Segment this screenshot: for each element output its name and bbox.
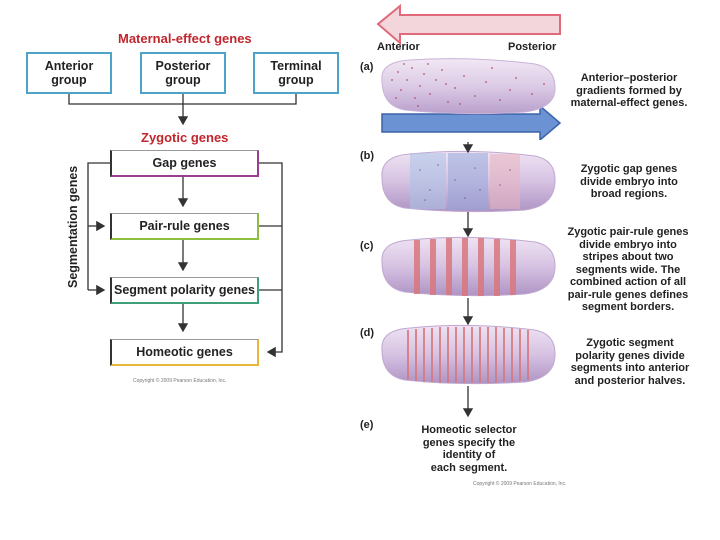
- desc-e-line: each segment.: [430, 461, 508, 474]
- panel-label-d: (d): [360, 327, 375, 339]
- panel-label-b: (b): [360, 150, 375, 162]
- desc-b-line: broad regions.: [590, 188, 668, 200]
- homeotic-genes-box: Homeotic genes: [110, 339, 259, 366]
- left-copyright: Copyright © 2009 Pearson Education, Inc.: [133, 378, 227, 384]
- embryo-series: [381, 58, 556, 418]
- desc-c: Zygotic pair-rule genes divide embryo in…: [556, 226, 700, 314]
- terminal-group-line2: group: [278, 73, 314, 87]
- segment-polarity-genes-box: Segment polarity genes: [110, 277, 259, 304]
- anterior-label: Anterior: [377, 41, 420, 53]
- panel-label-a: (a): [360, 61, 374, 73]
- maternal-effect-title: Maternal-effect genes: [118, 31, 252, 46]
- segment-polarity-genes-label: Segment polarity genes: [113, 283, 255, 297]
- desc-a-line: Anterior–posterior: [580, 72, 678, 84]
- desc-c-line: combined action of all: [569, 276, 687, 288]
- segmentation-genes-label: Segmentation genes: [66, 165, 80, 288]
- desc-c-line: segments wide. The: [575, 263, 681, 276]
- desc-c-line: Zygotic pair-rule genes: [567, 226, 689, 238]
- desc-e-line: Homeotic selector: [421, 424, 517, 436]
- posterior-arrow: [381, 104, 562, 140]
- anterior-group-line1: Anterior: [44, 59, 94, 73]
- desc-a: Anterior–posterior gradients formed by m…: [560, 72, 698, 110]
- desc-c-line: segment borders.: [581, 301, 675, 313]
- desc-e-line: genes specify the: [422, 436, 516, 449]
- desc-d-line: segments into anterior: [570, 362, 690, 374]
- desc-c-line: stripes about two: [582, 251, 674, 263]
- desc-d: Zygotic segment polarity genes divide se…: [560, 337, 700, 387]
- desc-a-line: gradients formed by: [576, 84, 682, 97]
- desc-b-line: Zygotic gap genes: [580, 163, 678, 175]
- axis-arrows: [376, 3, 562, 140]
- panel-label-e: (e): [360, 419, 374, 431]
- embryo-a: [381, 58, 556, 115]
- pair-rule-genes-label: Pair-rule genes: [139, 219, 230, 233]
- desc-c-line: divide embryo into: [579, 238, 677, 251]
- embryo-d: [381, 324, 556, 385]
- pair-rule-genes-box: Pair-rule genes: [110, 213, 259, 240]
- desc-d-line: and posterior halves.: [574, 374, 686, 387]
- desc-e: Homeotic selector genes specify the iden…: [404, 424, 534, 474]
- posterior-group-line2: group: [165, 73, 201, 87]
- desc-c-line: pair-rule genes defines: [567, 288, 689, 301]
- desc-b: Zygotic gap genes divide embryo into bro…: [560, 163, 698, 201]
- terminal-group-line1: Terminal: [270, 59, 322, 73]
- desc-d-line: Zygotic segment: [586, 337, 674, 349]
- desc-a-line: maternal-effect genes.: [570, 97, 688, 109]
- posterior-label: Posterior: [508, 41, 557, 53]
- panel-label-c: (c): [360, 240, 374, 252]
- embryo-b: [381, 150, 556, 213]
- anterior-group-line2: group: [51, 73, 87, 87]
- left-connector-lines: [68, 94, 297, 358]
- homeotic-genes-label: Homeotic genes: [136, 345, 233, 359]
- anterior-arrow: [376, 3, 561, 46]
- gap-genes-box: Gap genes: [110, 150, 259, 177]
- embryo-c: [381, 236, 556, 297]
- posterior-group-line1: Posterior: [155, 59, 211, 73]
- desc-e-line: identity of: [442, 449, 496, 461]
- gap-genes-label: Gap genes: [152, 156, 217, 170]
- desc-b-line: divide embryo into: [580, 175, 678, 188]
- zygotic-title: Zygotic genes: [141, 130, 229, 145]
- desc-d-line: polarity genes divide: [575, 349, 685, 362]
- right-copyright: Copyright © 2009 Pearson Education, Inc.: [473, 481, 567, 487]
